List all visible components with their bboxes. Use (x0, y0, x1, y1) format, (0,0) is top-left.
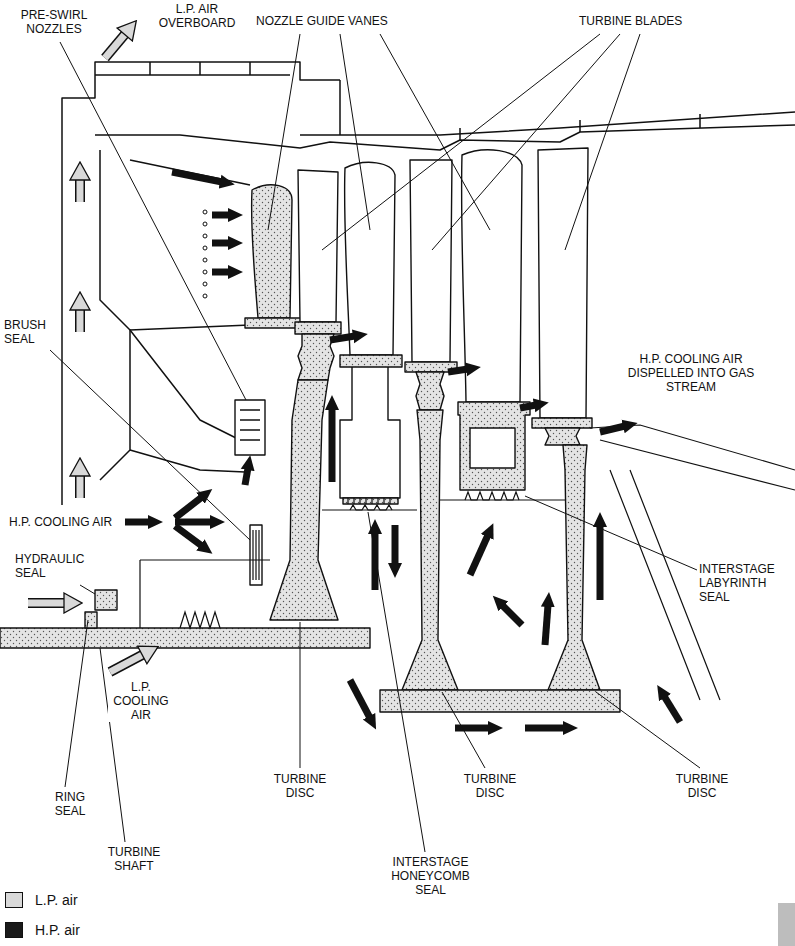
legend-row: L.P. air (5, 892, 165, 910)
legend-swatch (5, 922, 23, 938)
part-label: PRE-SWIRL NOZZLES (8, 8, 100, 36)
part-label: TURBINE BLADES (578, 14, 683, 28)
part-label: H.P. COOLING AIR (8, 515, 113, 529)
part-label: RING SEAL (45, 790, 95, 818)
legend-row: H.P. air (5, 922, 165, 940)
part-label: HYDRAULIC SEAL (14, 552, 101, 580)
part-label: L.P. COOLING AIR (108, 680, 174, 722)
part-label: TURBINE DISC (456, 772, 524, 800)
part-label: H.P. COOLING AIR DISPELLED INTO GAS STRE… (625, 352, 757, 394)
part-label: TURBINE DISC (668, 772, 736, 800)
part-label: TURBINE DISC (266, 772, 334, 800)
part-label: TURBINE SHAFT (100, 845, 168, 873)
legend-swatch (5, 892, 23, 908)
part-label: NOZZLE GUIDE VANES (255, 14, 389, 28)
legend-text: L.P. air (35, 892, 78, 908)
part-label: BRUSH SEAL (3, 318, 60, 346)
legend-text: H.P. air (35, 922, 80, 938)
part-label: L.P. AIR OVERBOARD (146, 2, 248, 30)
part-label: INTERSTAGE HONEYCOMB SEAL (382, 855, 479, 897)
part-label: INTERSTAGE LABYRINTH SEAL (698, 562, 790, 604)
